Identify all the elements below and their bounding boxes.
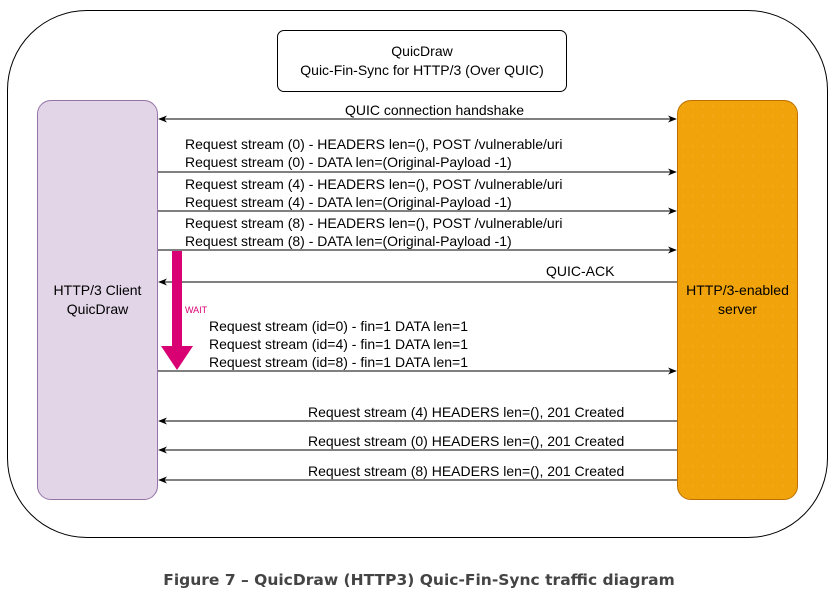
label-req8-headers: Request stream (8) - HEADERS len=(), POS… [185, 215, 563, 231]
label-ack: QUIC-ACK [546, 263, 615, 279]
title-line-1: QuicDraw [391, 43, 453, 59]
server-actor: HTTP/3-enabled server [677, 100, 798, 500]
label-fin-4: Request stream (id=4) - fin=1 DATA len=1 [209, 336, 468, 352]
label-handshake: QUIC connection handshake [345, 102, 524, 118]
figure-caption: Figure 7 – QuicDraw (HTTP3) Quic-Fin-Syn… [163, 571, 675, 589]
server-label-line-1: HTTP/3-enabled [686, 282, 789, 298]
label-req8-data: Request stream (8) - DATA len=(Original-… [185, 233, 512, 249]
label-resp4: Request stream (4) HEADERS len=(), 201 C… [308, 404, 625, 420]
label-resp0: Request stream (0) HEADERS len=(), 201 C… [308, 433, 625, 449]
wait-label: WAIT [185, 305, 208, 315]
label-req4-headers: Request stream (4) - HEADERS len=(), POS… [185, 176, 563, 192]
wait-arrow-icon [161, 251, 193, 370]
client-label-line-1: HTTP/3 Client [53, 282, 142, 298]
client-label-line-2: QuicDraw [66, 301, 129, 317]
diagram-frame [7, 10, 828, 538]
label-fin-0: Request stream (id=0) - fin=1 DATA len=1 [209, 318, 468, 334]
server-label-line-2: server [718, 301, 757, 317]
client-actor: HTTP/3 Client QuicDraw [37, 100, 158, 500]
label-fin-8: Request stream (id=8) - fin=1 DATA len=1 [209, 354, 468, 370]
label-req4-data: Request stream (4) - DATA len=(Original-… [185, 194, 512, 210]
label-resp8: Request stream (8) HEADERS len=(), 201 C… [308, 463, 625, 479]
diagram-title-box: QuicDraw Quic-Fin-Sync for HTTP/3 (Over … [277, 30, 567, 92]
label-req0-data: Request stream (0) - DATA len=(Original-… [185, 154, 512, 170]
label-req0-headers: Request stream (0) - HEADERS len=(), POS… [185, 136, 563, 152]
title-line-2: Quic-Fin-Sync for HTTP/3 (Over QUIC) [300, 62, 544, 78]
